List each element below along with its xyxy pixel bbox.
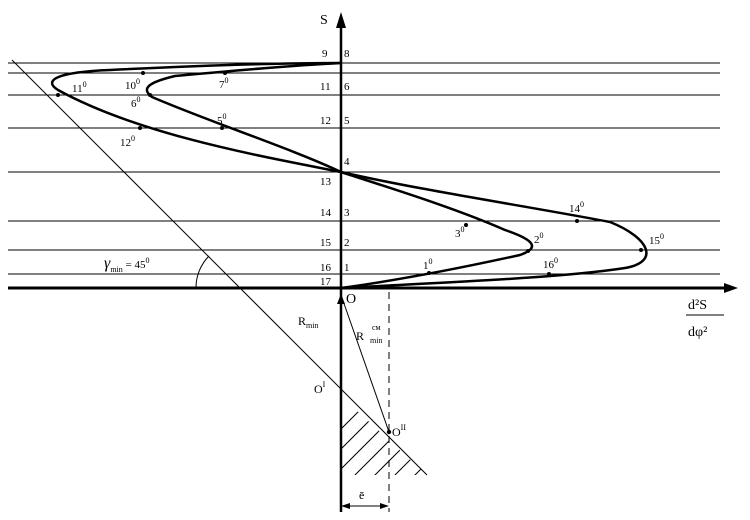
axis-number: 12 [320, 115, 331, 127]
axis-number: 9 [322, 48, 328, 60]
curve-point-marker [464, 223, 468, 227]
curve-point-marker [547, 272, 551, 276]
left-axis-numbers: 9 11 12 13 14 15 16 17 [320, 48, 332, 288]
axis-number: 1 [344, 262, 350, 274]
horizontal-axis-arrow [724, 283, 738, 293]
offset-arrow-left [341, 503, 350, 509]
center-o2-point [386, 429, 392, 435]
axis-number: 14 [320, 207, 332, 219]
center-o1-label: OI [314, 380, 326, 396]
axis-number: 5 [344, 115, 350, 127]
axis-number: 4 [344, 156, 350, 168]
curve-point-label: 120 [120, 134, 135, 149]
axis-number: 17 [320, 276, 332, 288]
inner-curve [145, 61, 534, 290]
curve-point-marker [427, 271, 431, 275]
curve-point-label: 10 [423, 257, 433, 272]
curve-point-marker [526, 249, 530, 253]
offset-arrow-right [380, 503, 389, 509]
axis-number: 16 [320, 262, 332, 274]
axis-number: 11 [320, 81, 331, 93]
r-min-cm-superscript: см [372, 323, 381, 332]
s-axis-label: S [320, 13, 328, 28]
derivative-denominator: dφ² [688, 325, 707, 340]
axis-number: 13 [320, 176, 332, 188]
acceleration-curves [51, 61, 648, 290]
vertical-axis-arrow [336, 12, 346, 28]
position-grid [8, 62, 720, 275]
curve-point-marker [56, 93, 60, 97]
curve-point-markers [56, 71, 643, 276]
r-min-cm-line [340, 294, 390, 433]
axis-number: 6 [344, 81, 350, 93]
r-min-cm-label: R [356, 329, 364, 343]
axis-number: 8 [344, 48, 350, 60]
curve-point-label: 30 [455, 225, 465, 240]
curve-point-label: 20 [534, 231, 544, 246]
curve-point-marker [639, 248, 643, 252]
r-min-cm-subscript: min [370, 336, 382, 345]
curve-point-marker [141, 71, 145, 75]
curve-point-label: 150 [649, 232, 664, 247]
curve-point-label: 160 [543, 256, 558, 271]
curve-point-marker [223, 71, 227, 75]
curve-point-marker [220, 126, 224, 130]
r-min-label: Rmin [298, 314, 318, 330]
center-o2-label: OII [392, 423, 406, 439]
curve-point-label: 100 [125, 77, 140, 92]
curve-point-marker [148, 93, 152, 97]
curve-point-label: 60 [131, 95, 141, 110]
origin-label: O [346, 292, 356, 307]
curve-point-label: 70 [219, 76, 229, 91]
curve-point-marker [138, 126, 142, 130]
axis-number: 3 [344, 207, 350, 219]
gamma-min-line [11, 59, 428, 476]
curve-point-label: 50 [217, 112, 227, 127]
curve-point-label: 110 [72, 80, 87, 95]
gamma-min-label: γmin = 450 [104, 255, 149, 274]
curve-point-label: 140 [569, 200, 584, 215]
right-axis-numbers: 8 6 5 4 3 2 1 [344, 48, 350, 274]
curve-point-labels: 10 20 30 50 60 70 100 110 120 140 150 16… [72, 76, 664, 272]
axis-number: 2 [344, 237, 350, 249]
curve-point-marker [575, 219, 579, 223]
offset-e-label: ē [359, 488, 364, 502]
axis-number: 15 [320, 237, 332, 249]
derivative-numerator: d²S [688, 298, 707, 313]
angle-arc [195, 255, 210, 289]
